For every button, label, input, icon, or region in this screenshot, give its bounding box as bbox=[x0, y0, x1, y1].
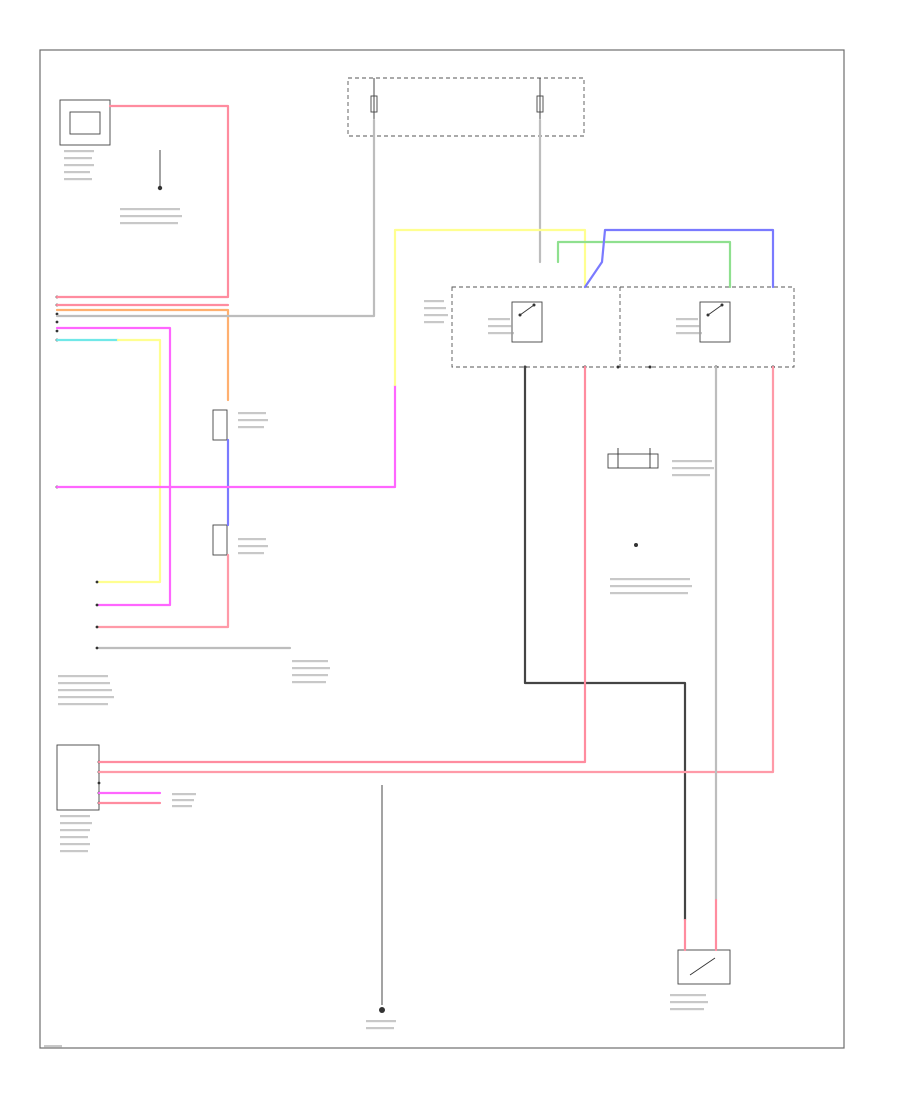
illegible-label-mark bbox=[238, 419, 268, 422]
illegible-label-mark bbox=[610, 578, 690, 581]
switch-left-contacts bbox=[511, 301, 543, 343]
illegible-label-mark bbox=[64, 150, 94, 153]
wire-magenta-mid bbox=[55, 383, 397, 489]
illegible-label-mark bbox=[610, 592, 688, 595]
illegible-label-mark bbox=[488, 325, 512, 328]
fuse-right bbox=[536, 78, 544, 120]
bottom-ground-dot bbox=[379, 1007, 385, 1013]
illegible-label-mark bbox=[238, 552, 264, 555]
illegible-label-mark bbox=[424, 321, 444, 324]
illegible-label-mark bbox=[238, 538, 266, 541]
illegible-label-mark bbox=[58, 675, 108, 678]
fuse-block-top bbox=[347, 77, 585, 137]
diode-lower bbox=[212, 524, 228, 556]
window-motor-internal bbox=[689, 957, 716, 976]
illegible-label-mark bbox=[120, 215, 182, 218]
wire-pink-right bbox=[97, 365, 775, 774]
bottom-left-switch bbox=[56, 744, 100, 811]
illegible-label-mark bbox=[64, 178, 92, 181]
wire-gray-top bbox=[55, 118, 376, 318]
illegible-label-mark bbox=[58, 703, 108, 706]
wire-red-switch bbox=[97, 365, 587, 764]
illegible-label-mark bbox=[238, 426, 264, 429]
illegible-label-mark bbox=[44, 1045, 62, 1048]
wire-magenta-left bbox=[55, 326, 172, 607]
diagram-frame bbox=[39, 49, 845, 1049]
illegible-label-mark bbox=[60, 829, 90, 832]
top-left-component bbox=[59, 99, 111, 146]
illegible-label-mark bbox=[670, 994, 706, 997]
wire-orange bbox=[55, 308, 230, 402]
wire-red-top-loop bbox=[55, 104, 230, 299]
diode-upper bbox=[212, 409, 228, 441]
left-lower-pins bbox=[95, 580, 99, 650]
wire-yellow-left bbox=[95, 338, 162, 584]
illegible-label-mark bbox=[172, 799, 194, 802]
illegible-label-mark bbox=[488, 318, 510, 321]
illegible-label-mark bbox=[120, 222, 178, 225]
illegible-label-mark bbox=[120, 208, 180, 211]
illegible-label-mark bbox=[172, 793, 196, 796]
illegible-label-mark bbox=[292, 660, 328, 663]
illegible-label-mark bbox=[292, 681, 326, 684]
illegible-label-mark bbox=[676, 332, 702, 335]
small-switch-right bbox=[607, 448, 659, 469]
illegible-label-mark bbox=[672, 474, 710, 477]
power-window-master-switch bbox=[451, 286, 795, 368]
illegible-label-mark bbox=[366, 1020, 396, 1023]
illegible-label-mark bbox=[488, 332, 514, 335]
illegible-label-mark bbox=[64, 157, 92, 160]
illegible-label-mark bbox=[172, 805, 192, 808]
illegible-label-mark bbox=[424, 314, 448, 317]
illegible-label-mark bbox=[366, 1027, 394, 1030]
illegible-label-mark bbox=[58, 689, 112, 692]
wire-black bbox=[523, 365, 687, 922]
top-left-component-inner bbox=[69, 111, 101, 135]
switch-right-contacts bbox=[699, 301, 731, 343]
illegible-label-mark bbox=[238, 545, 268, 548]
illegible-label-mark bbox=[670, 1001, 708, 1004]
top-left-ground-dot bbox=[157, 185, 163, 191]
illegible-label-mark bbox=[424, 307, 446, 310]
right-ground-dot bbox=[634, 543, 638, 547]
left-connector-pins bbox=[55, 295, 59, 489]
wire-green bbox=[556, 240, 732, 289]
illegible-label-mark bbox=[292, 667, 330, 670]
wire-pink-diode bbox=[95, 553, 230, 629]
illegible-label-mark bbox=[60, 836, 88, 839]
illegible-label-mark bbox=[64, 164, 94, 167]
illegible-label-mark bbox=[60, 850, 88, 853]
illegible-label-mark bbox=[676, 318, 698, 321]
illegible-label-mark bbox=[292, 674, 328, 677]
fuse-left bbox=[370, 78, 378, 120]
illegible-label-mark bbox=[672, 460, 712, 463]
illegible-label-mark bbox=[670, 1008, 704, 1011]
window-motor bbox=[677, 949, 731, 985]
label-marks bbox=[44, 150, 714, 1048]
illegible-label-mark bbox=[58, 696, 114, 699]
illegible-label-mark bbox=[60, 843, 90, 846]
illegible-label-mark bbox=[60, 822, 92, 825]
illegible-label-mark bbox=[672, 467, 714, 470]
illegible-label-mark bbox=[64, 171, 90, 174]
illegible-label-mark bbox=[238, 412, 266, 415]
illegible-label-mark bbox=[676, 325, 700, 328]
illegible-label-mark bbox=[610, 585, 692, 588]
wires bbox=[55, 104, 775, 952]
wire-yellow-top bbox=[393, 228, 587, 387]
wire-blue-top bbox=[583, 228, 775, 289]
illegible-label-mark bbox=[58, 682, 110, 685]
illegible-label-mark bbox=[424, 300, 444, 303]
illegible-label-mark bbox=[60, 815, 90, 818]
